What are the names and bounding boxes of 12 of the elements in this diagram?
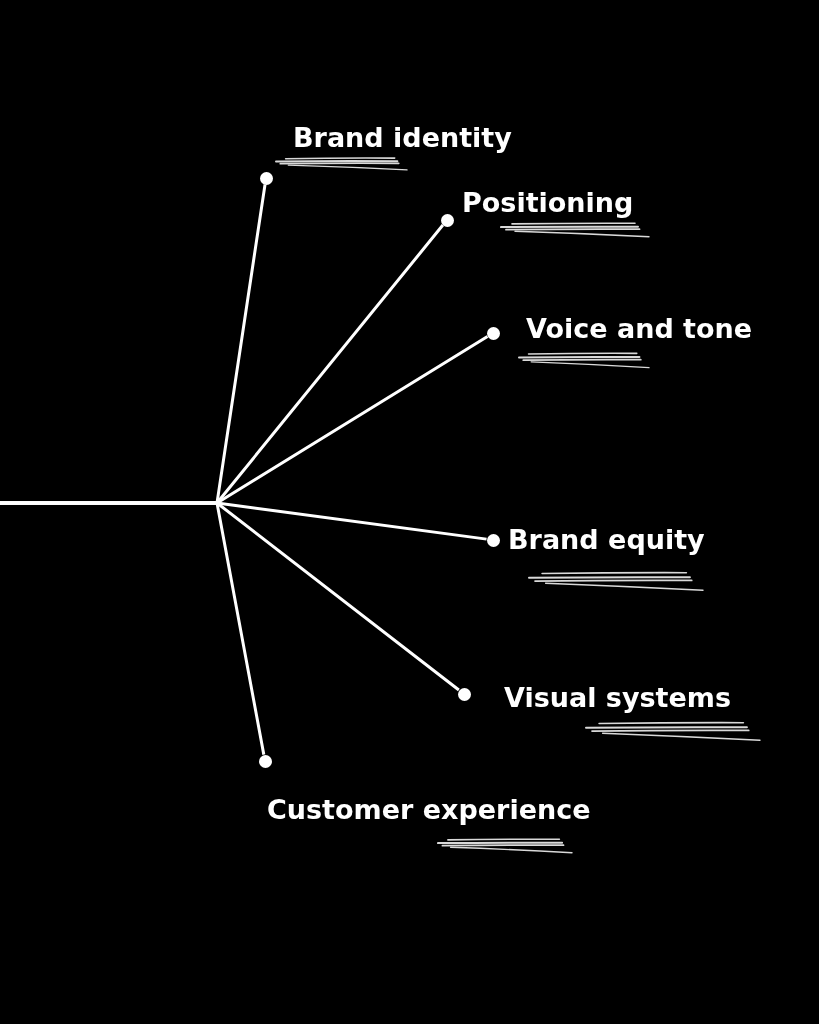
endpoint-dot bbox=[486, 533, 500, 547]
endpoint-dot bbox=[440, 213, 454, 227]
branch-label: Positioning bbox=[462, 187, 634, 219]
endpoint-dot bbox=[457, 687, 471, 701]
endpoint-dot bbox=[486, 326, 500, 340]
endpoint-dot bbox=[258, 754, 272, 768]
branch-label: Voice and tone bbox=[526, 313, 753, 345]
branch-label: Brand equity bbox=[508, 524, 705, 556]
branch-label: Brand identity bbox=[293, 122, 512, 154]
branch-label: Customer experience bbox=[267, 794, 591, 826]
endpoint-dot bbox=[259, 171, 273, 185]
branch-label: Visual systems bbox=[504, 682, 731, 714]
